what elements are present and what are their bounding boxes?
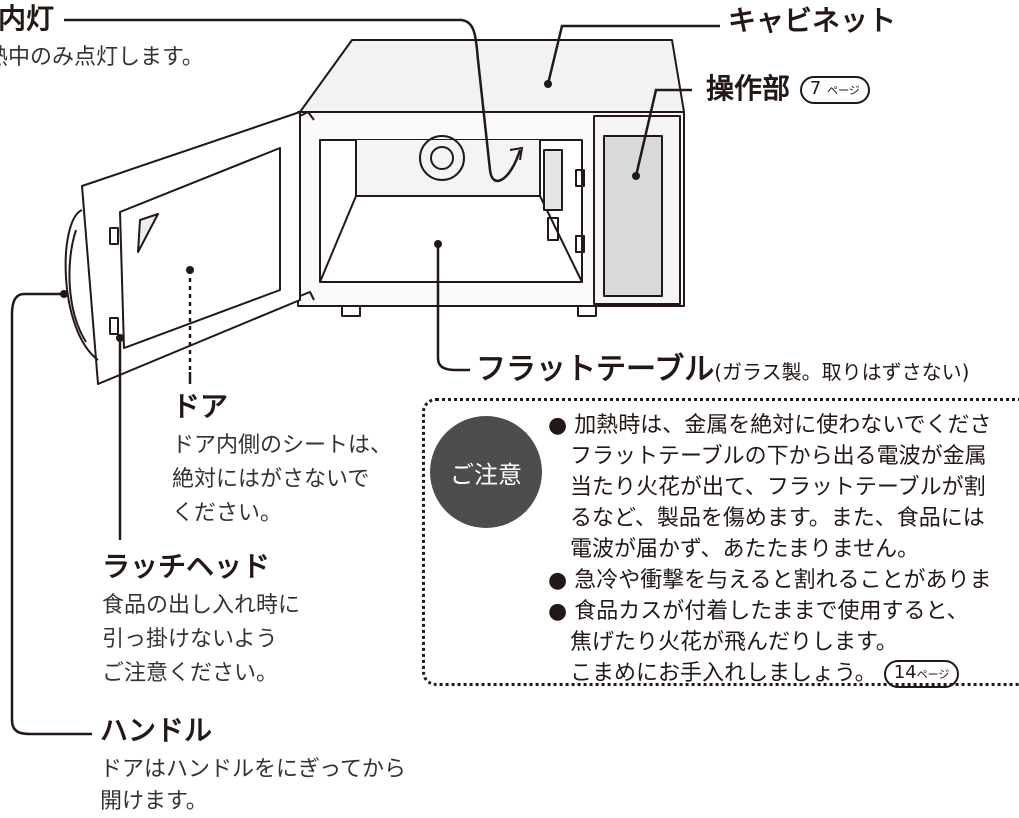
- door-desc-3: ください。: [172, 501, 283, 526]
- caution-line-9: こまめにお手入れしましょう。 14ページ: [570, 658, 960, 689]
- control-page-ref[interactable]: 7 ページ: [799, 76, 870, 104]
- flat-table-title: フラットテーブル: [476, 352, 715, 387]
- latch-head-bottom: [109, 317, 119, 335]
- leader-handle: [10, 292, 92, 736]
- caution-box: [422, 398, 1019, 686]
- latch-desc-3: ご注意ください。: [102, 661, 279, 686]
- leader-flat-table: [436, 244, 470, 372]
- handle-title: ハンドル: [100, 714, 213, 747]
- handle: [64, 209, 99, 361]
- vent-grille: [543, 149, 563, 211]
- caution-page-num: 14: [893, 662, 917, 683]
- caution-line-7: ● 食品カスが付着したままで使用すると、: [548, 599, 969, 624]
- control-page-unit: ページ: [826, 84, 860, 97]
- control-panel-display: [603, 135, 663, 297]
- latch-title: ラッチヘッド: [102, 550, 271, 583]
- control-panel-label: 操作部 7 ページ: [706, 74, 870, 104]
- lamp-desc: 熱中のみ点灯します。: [0, 45, 204, 70]
- caution-line-9-text: こまめにお手入れしましょう。: [570, 661, 877, 686]
- latch-head-top: [109, 227, 119, 245]
- caution-line-2: フラットテーブルの下から出る電波が金属: [570, 444, 987, 469]
- leader-control: [634, 88, 692, 177]
- door-sheet-glare: [137, 213, 159, 253]
- door-desc-2: 絶対にはがさないで: [172, 467, 370, 492]
- door-desc-1: ドア内側のシートは、: [172, 433, 393, 458]
- caution-line-4: るなど、製品を傷めます。また、食品には: [570, 506, 985, 531]
- leader-cabinet: [546, 24, 720, 85]
- caution-line-3: 当たり火花が出て、フラットテーブルが割: [570, 475, 986, 500]
- caution-line-6: ● 急冷や衝撃を与えると割れることがありま: [548, 568, 992, 593]
- caution-page-unit: ページ: [916, 668, 950, 681]
- leader-lamp-arrow: [509, 146, 524, 161]
- back-wall-circle: [419, 135, 465, 181]
- cabinet-label: キャビネット: [728, 4, 897, 37]
- foot-right: [577, 306, 597, 317]
- foot-left: [341, 306, 361, 317]
- flat-table-note: (ガラス製。取りはずさない): [714, 360, 970, 384]
- caution-line-1: ● 加熱時は、金属を絶対に使わないでくださ: [548, 413, 992, 438]
- caution-line-5: 電波が届かず、あたたまりません。: [570, 537, 920, 562]
- control-page-num: 7: [809, 78, 822, 99]
- handle-desc-2: 開けます。: [100, 789, 208, 814]
- flat-table-label: フラットテーブル(ガラス製。取りはずさない): [476, 355, 969, 387]
- caution-badge: ご注意: [430, 416, 542, 528]
- handle-desc-1: ドアはハンドルをにぎってから: [100, 757, 407, 782]
- caution-line-8: 焦げたり火花が飛んだりします。: [570, 630, 898, 655]
- cabinet-top: [299, 39, 685, 113]
- door-title: ドア: [172, 390, 229, 423]
- latch-desc-1: 食品の出し入れ時に: [102, 593, 301, 618]
- control-panel-title: 操作部: [706, 72, 791, 105]
- door-window: [119, 147, 281, 349]
- leader-lamp: [64, 18, 522, 183]
- latch-desc-2: 引っ掛けないよう: [102, 627, 278, 652]
- lamp-title: 内灯: [0, 2, 55, 35]
- caution-page-ref[interactable]: 14ページ: [883, 660, 960, 688]
